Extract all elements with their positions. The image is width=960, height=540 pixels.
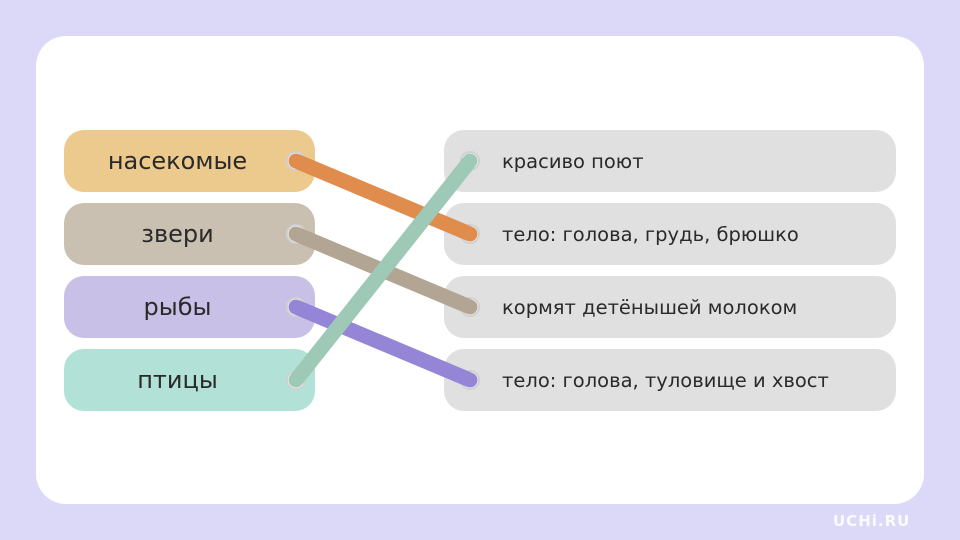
left-item-label: рыбы bbox=[143, 293, 212, 321]
left-item-label: птицы bbox=[137, 366, 218, 394]
connection-line[interactable] bbox=[288, 299, 478, 388]
left-item-label: звери bbox=[141, 220, 214, 248]
right-item-head-body-tail[interactable]: тело: голова, туловище и хвост bbox=[444, 349, 896, 411]
connection-line[interactable] bbox=[288, 153, 478, 242]
matching-card bbox=[36, 36, 924, 504]
right-item-sing[interactable]: красиво поют bbox=[444, 130, 896, 192]
left-item-insects[interactable]: насекомые bbox=[64, 130, 315, 192]
uchi-logo: UCHi.RU bbox=[833, 512, 911, 530]
connection-line[interactable] bbox=[288, 153, 478, 388]
right-item-head-chest-abdomen[interactable]: тело: голова, грудь, брюшко bbox=[444, 203, 896, 265]
right-item-milk[interactable]: кормят детёнышей молоком bbox=[444, 276, 896, 338]
left-item-birds[interactable]: птицы bbox=[64, 349, 315, 411]
left-item-fish[interactable]: рыбы bbox=[64, 276, 315, 338]
right-item-label: кормят детёнышей молоком bbox=[502, 295, 798, 319]
right-item-label: тело: голова, грудь, брюшко bbox=[502, 222, 799, 246]
left-item-beasts[interactable]: звери bbox=[64, 203, 315, 265]
right-item-label: тело: голова, туловище и хвост bbox=[502, 368, 829, 392]
left-item-label: насекомые bbox=[107, 147, 248, 175]
right-item-label: красиво поют bbox=[502, 149, 644, 173]
